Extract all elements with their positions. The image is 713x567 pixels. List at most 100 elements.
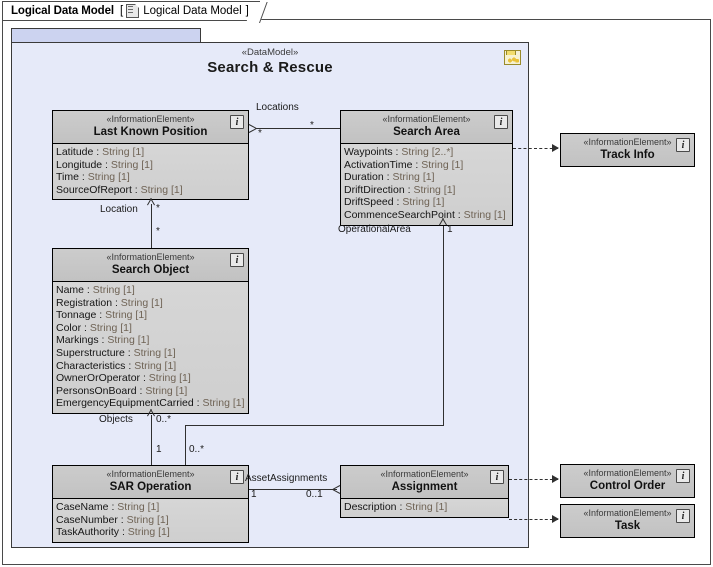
class-name: Assignment — [391, 481, 458, 493]
class-header: i «InformationElement» SAR Operation — [53, 466, 248, 499]
mult-asset-left: 1 — [251, 489, 257, 500]
attribute-row: Time : String [1] — [56, 171, 130, 184]
bracket-open: [ — [120, 5, 124, 17]
class-header: i «InformationElement» Task — [561, 505, 694, 537]
attribute-row: TaskAuthority : String [1] — [56, 526, 170, 539]
attribute-row: Markings : String [1] — [56, 334, 150, 347]
mult-objects-bottom: 1 — [156, 444, 162, 455]
assoc-assetassignments-label: AssetAssignments — [245, 473, 328, 484]
attribute-row: Waypoints : String [2..*] — [344, 146, 454, 158]
assoc-operationalarea-drop — [185, 425, 186, 465]
package-folder-icon — [504, 50, 521, 65]
class-name: Last Known Position — [93, 126, 208, 138]
class-name: Control Order — [589, 480, 666, 492]
mult-location-bottom: * — [156, 226, 160, 237]
attribute-row: SourceOfReport : String [1] — [56, 183, 183, 196]
attribute-row: ActivationTime : String [1] — [344, 158, 464, 171]
class-attributes: CaseName : String [1] CaseNumber : Strin… — [53, 499, 248, 542]
dep-controlorder-arrowhead — [552, 475, 559, 483]
assoc-operationalarea-label: OperationalArea — [338, 224, 411, 235]
information-icon[interactable]: i — [494, 115, 508, 129]
assoc-assetassignments-line — [249, 489, 337, 490]
dep-searcharea-trackinfo — [513, 148, 558, 149]
class-task[interactable]: i «InformationElement» Task — [560, 504, 695, 538]
attribute-row: Superstructure : String [1] — [56, 346, 176, 359]
mult-locations-left: * — [258, 128, 262, 139]
diagram-subtab[interactable] — [11, 28, 201, 43]
information-icon[interactable]: i — [676, 509, 690, 523]
class-control-order[interactable]: i «InformationElement» Control Order — [560, 464, 695, 498]
dep-assignment-controlorder — [509, 479, 558, 480]
class-attributes: Description : String [1] — [341, 499, 508, 517]
assoc-objects-line — [151, 415, 152, 465]
page-title: Logical Data Model — [11, 5, 114, 17]
class-search-object[interactable]: i «InformationElement» Search Object Nam… — [52, 248, 249, 414]
information-icon[interactable]: i — [676, 469, 690, 483]
dep-task-arrowhead — [552, 515, 559, 523]
class-header: i «InformationElement» Control Order — [561, 465, 694, 497]
class-header: i «InformationElement» Assignment — [341, 466, 508, 499]
class-stereotype: «InformationElement» — [106, 114, 195, 124]
class-attributes: Waypoints : String [2..*] ActivationTime… — [341, 144, 512, 225]
diagram-title-tab[interactable]: Logical Data Model [ Logical Data Model … — [2, 1, 268, 23]
attribute-row: DriftDirection : String [1] — [344, 183, 456, 196]
class-attributes: Latitude : String [1] Longitude : String… — [53, 144, 248, 200]
information-icon[interactable]: i — [490, 470, 504, 484]
attribute-row: Tonnage : String [1] — [56, 309, 148, 322]
attribute-row: Duration : String [1] — [344, 171, 435, 184]
attribute-row: Longitude : String [1] — [56, 158, 153, 171]
class-search-area[interactable]: i «InformationElement» Search Area Waypo… — [340, 110, 513, 226]
attribute-row: OwnerOrOperator : String [1] — [56, 372, 191, 385]
attribute-row: Registration : String [1] — [56, 296, 163, 309]
class-sar-operation[interactable]: i «InformationElement» SAR Operation Cas… — [52, 465, 249, 543]
class-name: Task — [614, 520, 641, 532]
class-name: Track Info — [600, 149, 655, 161]
attribute-row: EmergencyEquipmentCarried : String [1] — [56, 397, 245, 410]
mult-searcharea-from-sar: 0..* — [189, 444, 205, 455]
attribute-row: PersonsOnBoard : String [1] — [56, 384, 188, 397]
attribute-row: Characteristics : String [1] — [56, 359, 177, 372]
attribute-row: CaseNumber : String [1] — [56, 513, 169, 526]
assoc-locations-line — [256, 128, 340, 129]
assoc-objects-label: Objects — [99, 414, 133, 425]
information-icon[interactable]: i — [230, 470, 244, 484]
assoc-location-label: Location — [100, 204, 138, 215]
class-name: Search Area — [393, 126, 460, 138]
attribute-row: Description : String [1] — [344, 501, 448, 513]
class-stereotype: «InformationElement» — [583, 468, 672, 478]
attribute-row: CaseName : String [1] — [56, 501, 160, 513]
class-name: Search Object — [111, 264, 190, 276]
attribute-row: DriftSpeed : String [1] — [344, 196, 445, 209]
assoc-location-line — [151, 204, 152, 248]
dep-trackinfo-arrowhead — [552, 144, 559, 152]
mult-location-top: * — [156, 203, 160, 214]
mult-asset-right: 0..1 — [306, 489, 323, 500]
class-header: i «InformationElement» Search Area — [341, 111, 512, 144]
class-stereotype: «InformationElement» — [106, 252, 195, 262]
class-assignment[interactable]: i «InformationElement» Assignment Descri… — [340, 465, 509, 518]
document-icon — [126, 4, 140, 18]
attribute-row: Color : String [1] — [56, 321, 132, 334]
diagram-name: Logical Data Model — [143, 5, 242, 17]
class-header: i «InformationElement» Track Info — [561, 134, 694, 166]
assoc-locations-label: Locations — [256, 102, 299, 113]
class-last-known-position[interactable]: i «InformationElement» Last Known Positi… — [52, 110, 249, 201]
information-icon[interactable]: i — [676, 138, 690, 152]
class-header: i «InformationElement» Last Known Positi… — [53, 111, 248, 144]
package-title: Search & Rescue — [207, 59, 333, 76]
class-stereotype: «InformationElement» — [106, 469, 195, 479]
bracket-close: ] — [245, 5, 249, 17]
class-stereotype: «InformationElement» — [380, 469, 469, 479]
class-stereotype: «InformationElement» — [583, 508, 672, 518]
assoc-operationalarea-vline — [443, 224, 444, 426]
class-attributes: Name : String [1] Registration : String … — [53, 282, 248, 413]
class-header: i «InformationElement» Search Object — [53, 249, 248, 282]
mult-objects-top: 0..* — [156, 414, 172, 425]
mult-locations-right: * — [310, 120, 314, 131]
class-track-info[interactable]: i «InformationElement» Track Info — [560, 133, 695, 167]
information-icon[interactable]: i — [230, 253, 244, 267]
dep-assignment-task — [509, 519, 558, 520]
class-stereotype: «InformationElement» — [583, 137, 672, 147]
information-icon[interactable]: i — [230, 115, 244, 129]
